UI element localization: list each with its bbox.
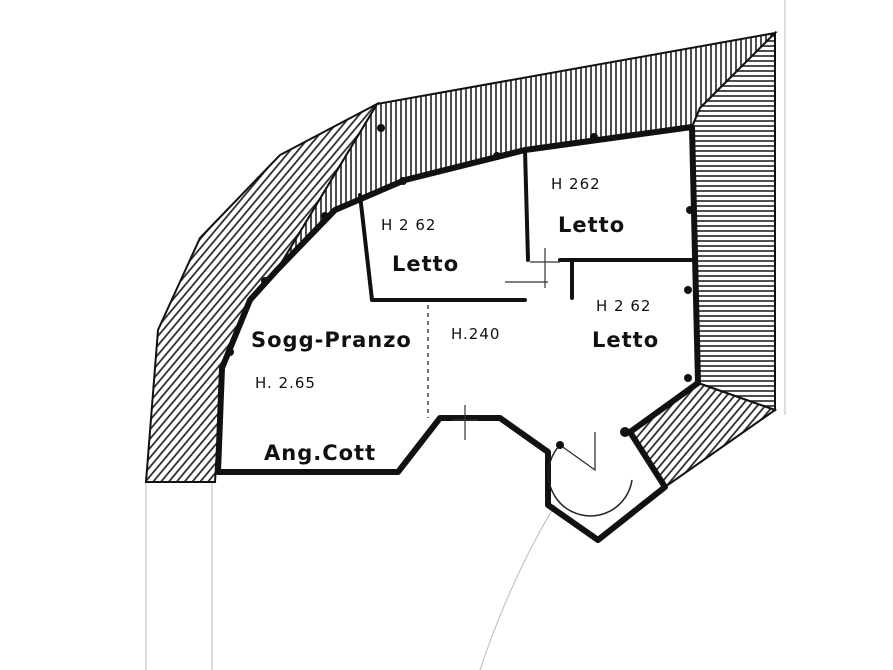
stair-circle xyxy=(547,444,633,517)
kitchen-corner-name: Ang.Cott xyxy=(264,441,376,465)
labels: H 2 62 Letto H 262 Letto H 2 62 Letto So… xyxy=(251,175,659,465)
walls xyxy=(215,124,701,543)
door-marks xyxy=(452,248,560,440)
bedroom-top-right-name: Letto xyxy=(558,213,625,237)
stair-arrow xyxy=(559,432,596,472)
column-dots xyxy=(226,124,694,449)
bedroom-right-height: H 2 62 xyxy=(596,297,651,315)
exterior-wall xyxy=(215,124,701,543)
bedroom-center-height: H 2 62 xyxy=(381,216,436,234)
bedroom-center-name: Letto xyxy=(392,252,459,276)
bedroom-right-name: Letto xyxy=(592,328,659,352)
bedroom-top-right-wall xyxy=(523,148,694,262)
corridor-height: H.240 xyxy=(451,325,500,343)
bedroom-top-right-height: H 262 xyxy=(551,175,601,193)
background-lines xyxy=(145,0,786,670)
living-dining-name: Sogg-Pranzo xyxy=(251,328,412,352)
roof-hatch-left xyxy=(144,101,380,483)
living-dining-height: H. 2.65 xyxy=(255,374,316,392)
bedroom-center-wall xyxy=(358,193,527,302)
